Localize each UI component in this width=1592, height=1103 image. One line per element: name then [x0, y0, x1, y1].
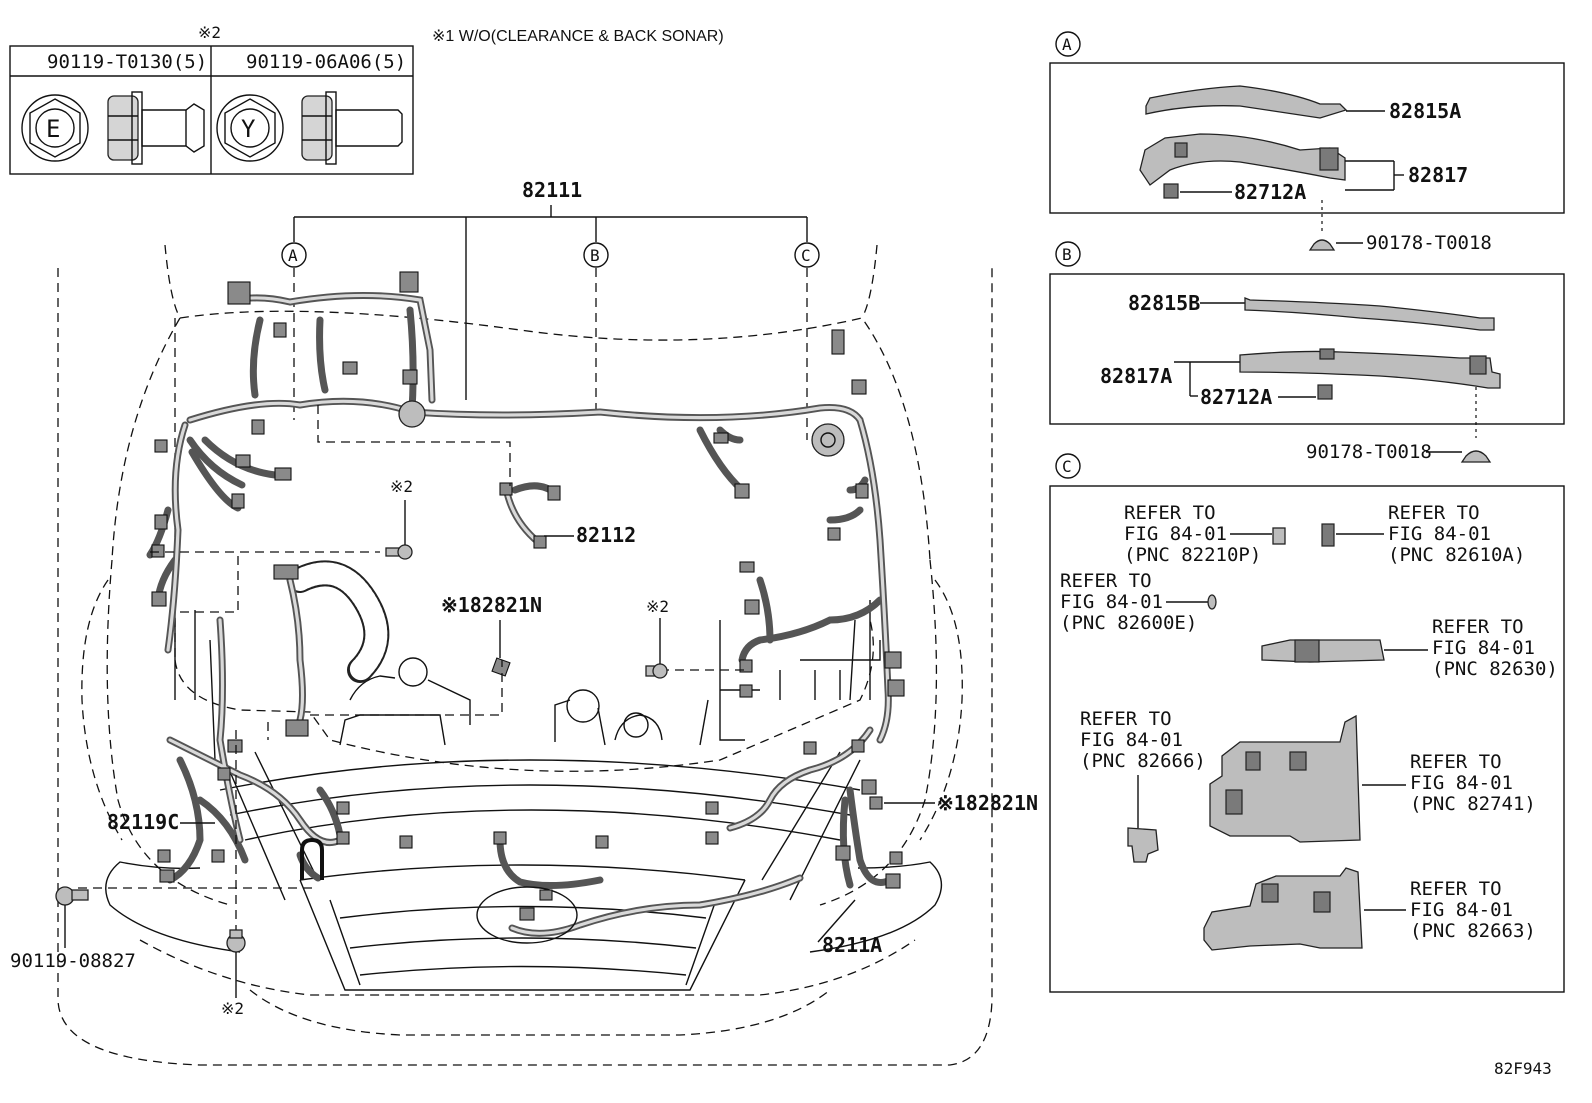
ref-82610a-l1: REFER TO	[1388, 502, 1480, 524]
connector-82610a-icon	[1321, 523, 1335, 547]
callout-b-marker	[583, 242, 609, 268]
bolt-mid-icon	[645, 618, 668, 679]
nut-82712a-b-icon	[1317, 384, 1333, 400]
fastener-letter-y: Y	[241, 115, 256, 143]
bolt-top-mark: ※2	[390, 477, 413, 496]
panel-b-p3: 82712A	[1200, 385, 1272, 409]
bolt-side-y-icon	[301, 91, 403, 165]
panel-b-p2: 82817A	[1100, 364, 1172, 388]
ref-82630-l3: (PNC 82630)	[1432, 658, 1558, 680]
panel-b-label: B	[1062, 245, 1072, 264]
panel-a: A 82815A 82817 82712A 90178-T0018	[1049, 31, 1565, 254]
engine-bay-outline	[57, 244, 993, 1066]
ref-82610a-l3: (PNC 82610A)	[1388, 544, 1525, 566]
bracket-82815a-icon	[1145, 85, 1348, 119]
connector-82210p-icon	[1272, 527, 1286, 545]
ref-82663-l1: REFER TO	[1410, 878, 1502, 900]
hex-bolt-e-icon: E	[21, 94, 89, 162]
panel-a-label: A	[1062, 35, 1072, 54]
connector-82666-icon	[1127, 827, 1159, 863]
panel-a-clip: 90178-T0018	[1366, 232, 1492, 254]
ref-82210p-l2: FIG 84-01	[1124, 523, 1227, 545]
panel-c: C REFER TO FIG 84-01 (PNC 82210P) REFER …	[1049, 453, 1565, 993]
wiring-harness	[78, 200, 1477, 944]
ref-82666-l1: REFER TO	[1080, 708, 1172, 730]
fastener-table-mark: ※2	[198, 23, 221, 42]
ref-82741-l1: REFER TO	[1410, 751, 1502, 773]
panel-b-clip: 90178-T0018	[1306, 441, 1432, 463]
clip-90178-b-icon	[1460, 450, 1492, 463]
panel-a-p2: 82817	[1408, 163, 1468, 187]
ref-82630-l2: FIG 84-01	[1432, 637, 1535, 659]
ref-82666-l3: (PNC 82666)	[1080, 750, 1206, 772]
fastener-letter-e: E	[46, 115, 60, 143]
fastener-part-2: 90119-06A06(5)	[246, 51, 406, 73]
panel-b-p1: 82815B	[1128, 291, 1200, 315]
callout-a: A	[288, 246, 298, 265]
ref-82741-l3: (PNC 82741)	[1410, 793, 1536, 815]
bolt-bottom-icon	[226, 929, 246, 998]
callout-c-marker	[794, 242, 820, 268]
fastener-table: ※2 90119-T0130(5) 90119-06A06(5) E Y	[9, 23, 414, 175]
clip-82600e-icon	[1207, 594, 1217, 610]
bolt-left-icon	[55, 886, 89, 948]
ref-82600e-l1: REFER TO	[1060, 570, 1152, 592]
harness-82111-label: 82111	[522, 178, 582, 202]
panel-b: B 82815B 82817A 82712A 90178-T0018	[1049, 241, 1565, 463]
panel-a-p3: 82712A	[1234, 180, 1306, 204]
ref-82210p-l1: REFER TO	[1124, 502, 1216, 524]
ref-82741-l2: FIG 84-01	[1410, 772, 1513, 794]
hex-bolt-y-icon: Y	[216, 94, 284, 162]
nut-82712a-icon	[1163, 183, 1179, 199]
part-82119c-label: 82119C	[107, 810, 179, 834]
part-8211a-label: 8211A	[822, 933, 882, 957]
ref-82210p-l3: (PNC 82210P)	[1124, 544, 1261, 566]
ref-82663-l2: FIG 84-01	[1410, 899, 1513, 921]
ref-82663-l3: (PNC 82663)	[1410, 920, 1536, 942]
harness-82111-leader: 82111 A B C	[281, 178, 820, 440]
connectors	[151, 271, 905, 921]
panel-c-label: C	[1062, 457, 1072, 476]
figure-code: 82F943	[1494, 1059, 1552, 1078]
bracket-82817a-icon	[1239, 350, 1501, 389]
junction-block-82741-icon	[1209, 714, 1361, 843]
ref-82600e-l2: FIG 84-01	[1060, 591, 1163, 613]
ref-82630-l1: REFER TO	[1432, 616, 1524, 638]
ref-82600e-l3: (PNC 82600E)	[1060, 612, 1197, 634]
fastener-part-1: 90119-T0130(5)	[47, 51, 207, 73]
callout-a-marker	[281, 242, 307, 268]
bolt-bottom-mark: ※2	[221, 999, 244, 1018]
bolt-top-icon	[385, 500, 413, 560]
sensor-82821n-left-label: ※182821N	[441, 593, 542, 617]
callout-c: C	[801, 246, 811, 265]
panel-a-p1: 82815A	[1389, 99, 1461, 123]
bracket-82815b-icon	[1244, 297, 1495, 331]
sensor-82821n-right-label: ※182821N	[937, 791, 1038, 815]
callout-b: B	[590, 246, 600, 265]
bolt-mid-mark: ※2	[646, 597, 669, 616]
bolt-side-e-icon	[107, 91, 205, 165]
sub-harness-82112-label: 82112	[576, 523, 636, 547]
bracket-82817-icon	[1139, 133, 1346, 186]
relay-block-82630-icon	[1261, 639, 1385, 663]
bolt-left-label: 90119-08827	[10, 950, 136, 972]
clearance-sonar-note: ※1 W/O(CLEARANCE & BACK SONAR)	[432, 28, 724, 45]
ref-82666-l2: FIG 84-01	[1080, 729, 1183, 751]
clip-90178-a-icon	[1308, 239, 1336, 251]
relay-box-82663-icon	[1203, 867, 1363, 951]
ref-82610a-l2: FIG 84-01	[1388, 523, 1491, 545]
